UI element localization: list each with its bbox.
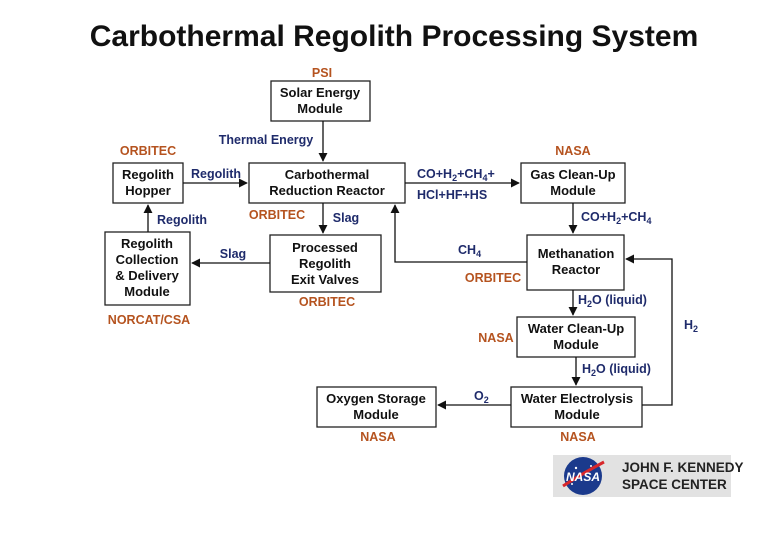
methanation-line1: Methanation bbox=[538, 246, 615, 261]
flow-label-regolith-to-reactor: Regolith bbox=[191, 167, 241, 181]
exit-valves-org-label: ORBITEC bbox=[299, 295, 355, 309]
methanation-line2: Reactor bbox=[552, 262, 600, 277]
electrolysis-line2: Module bbox=[554, 407, 600, 422]
collection-line4: Module bbox=[124, 284, 170, 299]
flow-label-gas-top: CO+H2+CH4+ bbox=[417, 167, 495, 183]
reactor-line1: Carbothermal bbox=[285, 167, 370, 182]
exit-valves-line2: Regolith bbox=[299, 256, 351, 271]
regolith-collection-module: Regolith Collection & Delivery Module bbox=[104, 231, 191, 306]
ksc-line1: JOHN F. KENNEDY bbox=[622, 460, 744, 475]
collection-line3: & Delivery bbox=[115, 268, 179, 283]
water-electrolysis-module: Water Electrolysis Module bbox=[510, 386, 643, 428]
solar-line2: Module bbox=[297, 101, 343, 116]
collection-org-label: NORCAT/CSA bbox=[108, 313, 190, 327]
arrow-methanation-to-reactor bbox=[390, 204, 527, 263]
oxygen-storage-module: Oxygen Storage Module bbox=[316, 386, 437, 428]
oxygen-storage-line2: Module bbox=[353, 407, 399, 422]
solar-line1: Solar Energy bbox=[280, 85, 361, 100]
flow-label-regolith-to-hopper: Regolith bbox=[157, 213, 207, 227]
reactor-line2: Reduction Reactor bbox=[269, 183, 385, 198]
flow-label-ch4: CH4 bbox=[458, 243, 481, 259]
flow-label-gas-out: CO+H2+CH4 bbox=[581, 210, 651, 226]
flow-label-o2: O2 bbox=[474, 389, 489, 405]
exit-valves-line3: Exit Valves bbox=[291, 272, 359, 287]
solar-org-label: PSI bbox=[312, 66, 332, 80]
hopper-line2: Hopper bbox=[125, 183, 171, 198]
electrolysis-org-label: NASA bbox=[560, 430, 595, 444]
flow-label-slag-down: Slag bbox=[333, 211, 359, 225]
water-cleanup-line1: Water Clean-Up bbox=[528, 321, 624, 336]
flow-label-thermal-energy: Thermal Energy bbox=[219, 133, 314, 147]
exit-valves-module: Processed Regolith Exit Valves bbox=[269, 234, 382, 293]
electrolysis-line1: Water Electrolysis bbox=[521, 391, 633, 406]
oxygen-storage-line1: Oxygen Storage bbox=[326, 391, 426, 406]
gas-cleanup-line2: Module bbox=[550, 183, 596, 198]
reactor-org-label: ORBITEC bbox=[249, 208, 305, 222]
water-cleanup-module: Water Clean-Up Module bbox=[516, 316, 636, 358]
oxygen-storage-org-label: NASA bbox=[360, 430, 395, 444]
flow-label-gas-bottom: HCl+HF+HS bbox=[417, 188, 487, 202]
water-cleanup-line2: Module bbox=[553, 337, 599, 352]
gas-cleanup-module: Gas Clean-Up Module bbox=[520, 162, 626, 204]
flow-label-h2o-2: H2O (liquid) bbox=[582, 362, 651, 378]
methanation-org-label: ORBITEC bbox=[465, 271, 521, 285]
methanation-reactor-module: Methanation Reactor bbox=[526, 234, 625, 291]
exit-valves-line1: Processed bbox=[292, 240, 358, 255]
flow-label-h2: H2 bbox=[684, 318, 698, 334]
gas-cleanup-org-label: NASA bbox=[555, 144, 590, 158]
nasa-meatball-icon: NASA bbox=[562, 457, 605, 495]
ksc-logo: NASA JOHN F. KENNEDY SPACE CENTER bbox=[553, 455, 744, 497]
water-cleanup-org-label: NASA bbox=[478, 331, 513, 345]
page-title: Carbothermal Regolith Processing System bbox=[90, 20, 699, 53]
collection-line1: Regolith bbox=[121, 236, 173, 251]
nasa-emblem-text: NASA bbox=[566, 470, 600, 484]
collection-line2: Collection bbox=[116, 252, 179, 267]
hopper-org-label: ORBITEC bbox=[120, 144, 176, 158]
carbothermal-reactor-module: Carbothermal Reduction Reactor bbox=[248, 162, 406, 204]
flow-label-slag-left: Slag bbox=[220, 247, 246, 261]
ksc-line2: SPACE CENTER bbox=[622, 477, 727, 492]
regolith-hopper-module: Regolith Hopper bbox=[112, 162, 184, 204]
solar-energy-module: Solar Energy Module bbox=[270, 80, 371, 122]
arrow-electrolysis-to-methanation bbox=[625, 254, 673, 406]
hopper-line1: Regolith bbox=[122, 167, 174, 182]
gas-cleanup-line1: Gas Clean-Up bbox=[530, 167, 615, 182]
flow-label-h2o-1: H2O (liquid) bbox=[578, 293, 647, 309]
